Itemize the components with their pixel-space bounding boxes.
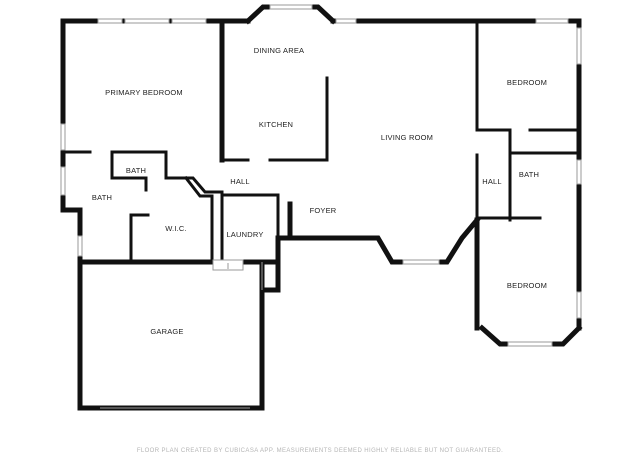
label-dining-area: DINING AREA <box>254 46 305 55</box>
label-laundry: LAUNDRY <box>226 230 263 239</box>
label-bedroom-top: BEDROOM <box>507 78 547 87</box>
label-hall-right: HALL <box>482 177 502 186</box>
label-foyer: FOYER <box>310 206 337 215</box>
disclaimer-footer: FLOOR PLAN CREATED BY CUBICASA APP. MEAS… <box>136 448 504 454</box>
label-bath-right: BATH <box>519 170 539 179</box>
label-primary-bedroom: PRIMARY BEDROOM <box>105 88 183 97</box>
interior-walls <box>61 19 581 264</box>
label-living-room: LIVING ROOM <box>381 133 433 142</box>
label-hall-center: HALL <box>230 177 250 186</box>
label-wic: W.I.C. <box>165 224 187 233</box>
label-garage: GARAGE <box>150 327 183 336</box>
room-labels: PRIMARY BEDROOM DINING AREA KITCHEN LIVI… <box>92 46 547 336</box>
label-kitchen: KITCHEN <box>259 120 293 129</box>
windows <box>60 4 582 347</box>
garage-entry-step <box>212 259 244 271</box>
label-bedroom-bottom: BEDROOM <box>507 281 547 290</box>
label-bath-primary: BATH <box>126 166 146 175</box>
label-bath-left: BATH <box>92 193 112 202</box>
